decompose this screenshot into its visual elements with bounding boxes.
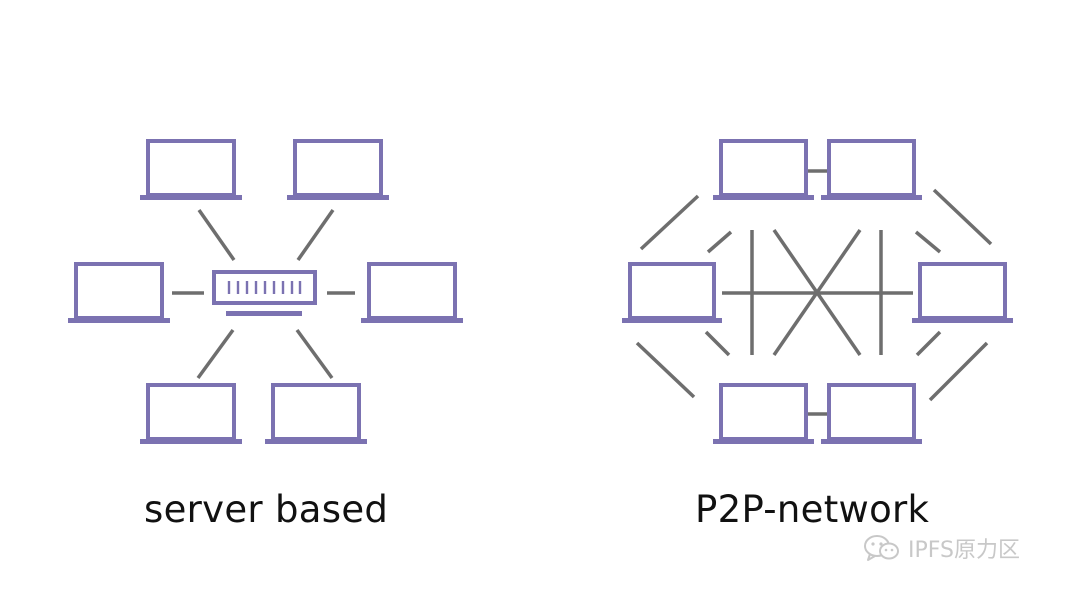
p2p-links xyxy=(635,169,993,416)
peer-mid-left xyxy=(622,262,722,323)
link-server-bottom-left xyxy=(196,328,235,380)
link-inner-top-right xyxy=(914,230,942,254)
laptop-top-right xyxy=(287,139,389,200)
server-links xyxy=(172,208,355,380)
link-inner-bottom-left xyxy=(704,330,731,357)
link-inner-bottom-right xyxy=(915,330,942,357)
peer-mid-right xyxy=(912,262,1013,323)
peer-bottom-right xyxy=(821,383,922,444)
peer-bottom-left xyxy=(713,383,814,444)
link-outer-bottom-right xyxy=(928,341,989,402)
caption-p2p-network: P2P-network xyxy=(695,488,930,531)
link-server-bottom-right xyxy=(295,328,334,380)
link-outer-bottom-left xyxy=(635,341,696,399)
laptop-mid-right xyxy=(361,262,463,323)
laptop-bottom-left xyxy=(140,383,242,444)
watermark: IPFS原力区 xyxy=(862,532,1020,564)
link-cross-b xyxy=(772,229,862,356)
wechat-icon xyxy=(864,535,899,561)
peer-top-left xyxy=(713,139,814,200)
link-outer-top-left xyxy=(639,194,700,251)
server-vents xyxy=(227,281,302,294)
server-icon xyxy=(212,270,317,316)
laptop-top-left xyxy=(140,139,242,200)
link-server-top-left xyxy=(197,208,236,262)
watermark-text: IPFS原力区 xyxy=(908,538,1020,563)
link-server-top-right xyxy=(296,208,335,262)
laptop-bottom-right xyxy=(265,383,367,444)
server-based-diagram xyxy=(68,139,463,444)
p2p-network-diagram xyxy=(622,139,1013,444)
laptop-mid-left xyxy=(68,262,170,323)
link-inner-top-left xyxy=(706,230,733,254)
peer-top-right xyxy=(821,139,922,200)
caption-server-based: server based xyxy=(144,488,389,531)
link-outer-top-right xyxy=(932,188,993,246)
